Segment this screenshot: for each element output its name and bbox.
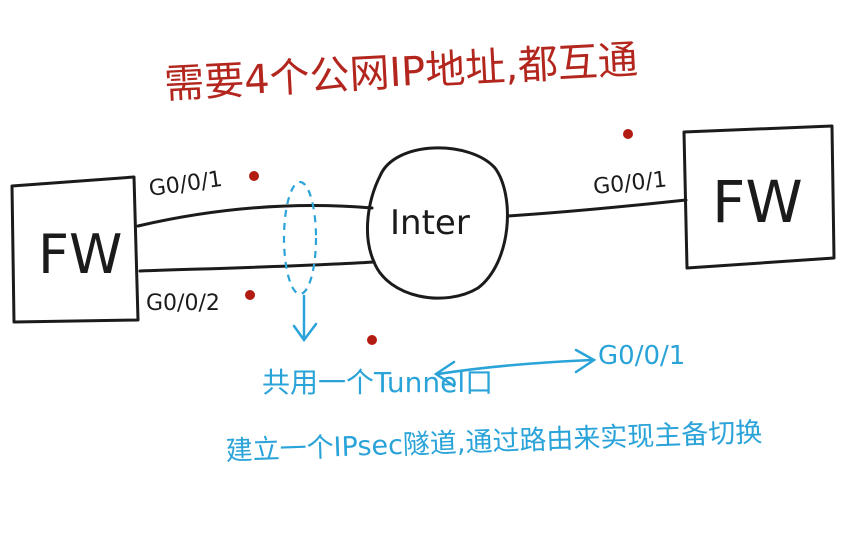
link-left-bottom: [138, 260, 376, 273]
right-firewall: FW: [682, 124, 836, 270]
tunnel-peer-note: G0/0/1: [598, 341, 685, 371]
dot-left-bottom: [245, 290, 255, 300]
tunnel-group-ellipse: [282, 180, 318, 296]
interface-right: G0/0/1: [592, 167, 668, 200]
interface-left-bottom: G0/0/2: [146, 291, 220, 316]
dot-right: [623, 129, 633, 139]
marker-dots: [245, 129, 633, 345]
internet-label: Inter: [390, 203, 470, 243]
link-right: [506, 198, 688, 218]
left-firewall: FW: [10, 175, 140, 324]
internet-node: Inter: [365, 146, 509, 300]
links: [136, 198, 688, 273]
diagram-title: 需要4个公网IP地址,都互通: [163, 37, 639, 108]
dot-center: [367, 335, 377, 345]
dot-left-top: [249, 171, 259, 181]
ipsec-note: 建立一个IPsec隧道,通过路由来实现主备切换: [225, 417, 763, 467]
left-firewall-label: FW: [38, 223, 122, 286]
link-left-top: [136, 204, 374, 228]
tunnel-double-arrow: [433, 348, 597, 388]
interface-left-top: G0/0/1: [147, 167, 224, 202]
right-firewall-label: FW: [712, 168, 803, 236]
tunnel-down-arrow: [292, 294, 318, 343]
